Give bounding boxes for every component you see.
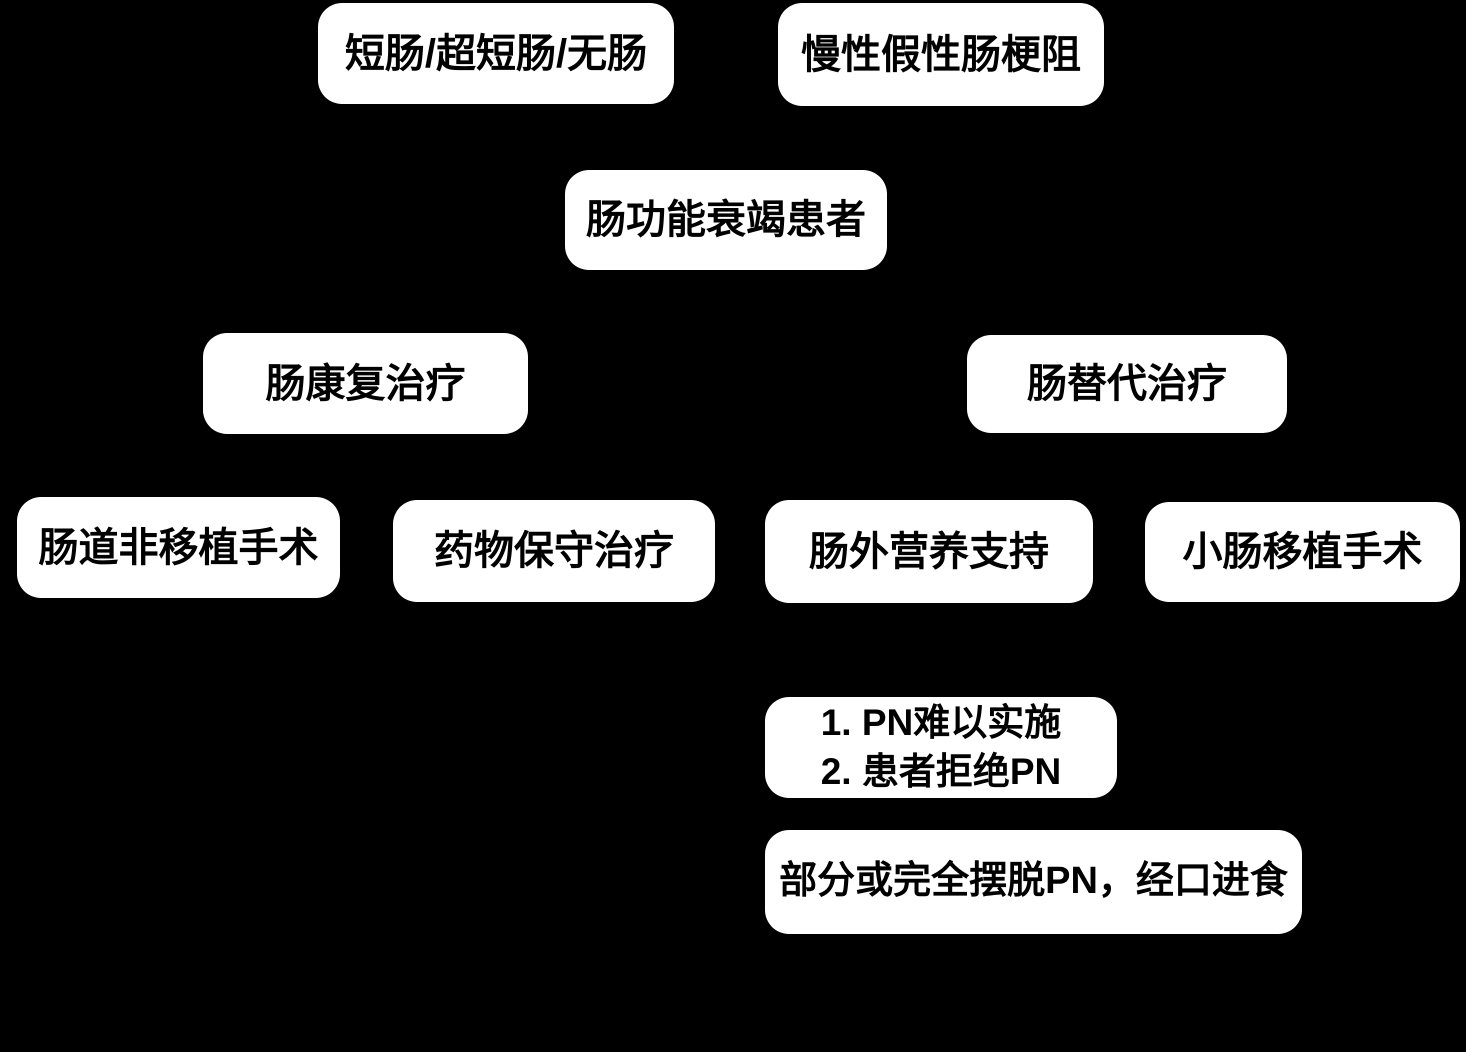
flowchart-node-pn-issues: 1. PN难以实施 2. 患者拒绝PN: [765, 697, 1117, 798]
flowchart-node-rehab-therapy: 肠康复治疗: [203, 333, 528, 434]
node-label-line2: 2. 患者拒绝PN: [820, 750, 1062, 792]
node-label: 肠康复治疗: [265, 361, 466, 406]
node-label: 肠替代治疗: [1027, 362, 1227, 406]
flowchart-node-short-bowel: 短肠/超短肠/无肠: [318, 3, 674, 104]
node-label: 肠功能衰竭患者: [586, 198, 866, 242]
flowchart-node-non-transplant-surgery: 肠道非移植手术: [17, 497, 340, 598]
flowchart-node-pseudo-obstruction: 慢性假性肠梗阻: [778, 3, 1104, 106]
flowchart-node-drug-conservative: 药物保守治疗: [393, 500, 715, 602]
node-label: 肠外营养支持: [809, 529, 1049, 574]
node-label: 短肠/超短肠/无肠: [344, 31, 648, 76]
node-label: 药物保守治疗: [434, 529, 674, 573]
flowchart-node-parenteral-nutrition: 肠外营养支持: [765, 500, 1093, 603]
node-label: 小肠移植手术: [1182, 530, 1423, 574]
node-label-line1: 1. PN难以实施: [820, 702, 1062, 744]
flowchart-node-outcome: 部分或完全摆脱PN，经口进食: [765, 830, 1302, 934]
flowchart-node-replacement-therapy: 肠替代治疗: [967, 335, 1287, 433]
node-label: 肠道非移植手术: [38, 525, 319, 570]
flowchart-node-intestinal-failure: 肠功能衰竭患者: [565, 170, 887, 270]
node-label: 慢性假性肠梗阻: [801, 32, 1081, 77]
node-label: 部分或完全摆脱PN，经口进食: [779, 860, 1288, 903]
flowchart-node-small-bowel-transplant: 小肠移植手术: [1145, 502, 1460, 602]
